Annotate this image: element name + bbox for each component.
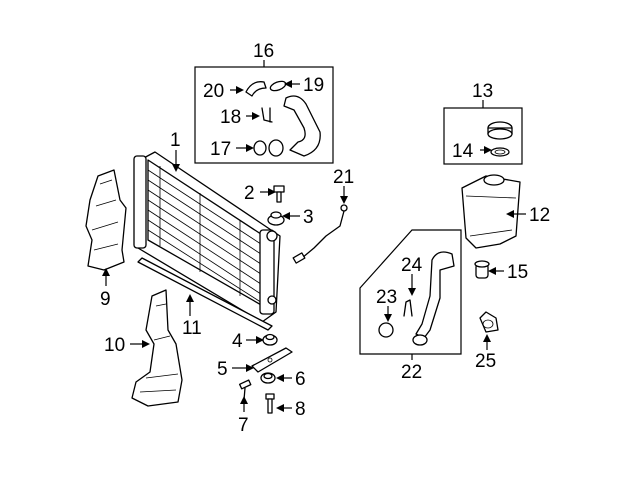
overflow-hose [412, 251, 455, 346]
bolt-7 [238, 379, 252, 401]
temperature-sensor-21 [292, 204, 348, 264]
bolt-8 [265, 393, 275, 414]
callout-10: 10 [104, 335, 125, 356]
leader-lines [102, 60, 526, 412]
callout-16: 16 [253, 41, 274, 62]
lower-seal-strip [137, 257, 273, 331]
bolt-2 [273, 185, 285, 203]
insulator-4 [262, 333, 278, 346]
fitting-15 [474, 260, 490, 279]
callout-17: 17 [210, 139, 231, 160]
callout-19: 19 [303, 75, 324, 96]
callout-13: 13 [472, 81, 493, 102]
callout-20: 20 [203, 81, 224, 102]
insulator-6 [260, 372, 276, 384]
callout-11: 11 [182, 318, 202, 339]
callout-9: 9 [100, 289, 111, 310]
callout-5: 5 [217, 359, 228, 380]
clamp-25 [479, 311, 499, 333]
callout-12: 12 [529, 205, 550, 226]
callout-25: 25 [475, 351, 496, 372]
clamp-23 [378, 322, 394, 338]
callout-1: 1 [170, 130, 181, 151]
callout-4: 4 [232, 331, 243, 352]
callout-14: 14 [452, 141, 474, 162]
callout-21: 21 [333, 167, 354, 188]
left-air-deflector [85, 169, 127, 271]
callout-6: 6 [295, 369, 306, 390]
clamp-18 [261, 107, 273, 123]
mount-3 [267, 211, 285, 226]
callout-8: 8 [295, 399, 306, 420]
clamp-24 [403, 299, 413, 317]
reservoir-cap [487, 121, 513, 140]
callout-15: 15 [507, 262, 528, 283]
callout-23: 23 [376, 287, 397, 308]
radiator [133, 151, 281, 323]
callout-24: 24 [401, 255, 423, 276]
upper-hose [283, 95, 321, 157]
hose-20 [245, 81, 267, 97]
callout-3: 3 [303, 207, 314, 228]
lower-air-deflector [131, 289, 183, 407]
callout-2: 2 [244, 183, 255, 204]
callout-7: 7 [238, 415, 249, 436]
clamp-19 [269, 80, 287, 92]
callout-22: 22 [401, 362, 422, 383]
bracket-5 [251, 347, 293, 373]
coolant-reservoir [461, 174, 521, 249]
clamp-17 [253, 139, 284, 157]
group-box-22 [359, 229, 462, 355]
seal-14 [490, 147, 510, 157]
callout-18: 18 [220, 107, 241, 128]
